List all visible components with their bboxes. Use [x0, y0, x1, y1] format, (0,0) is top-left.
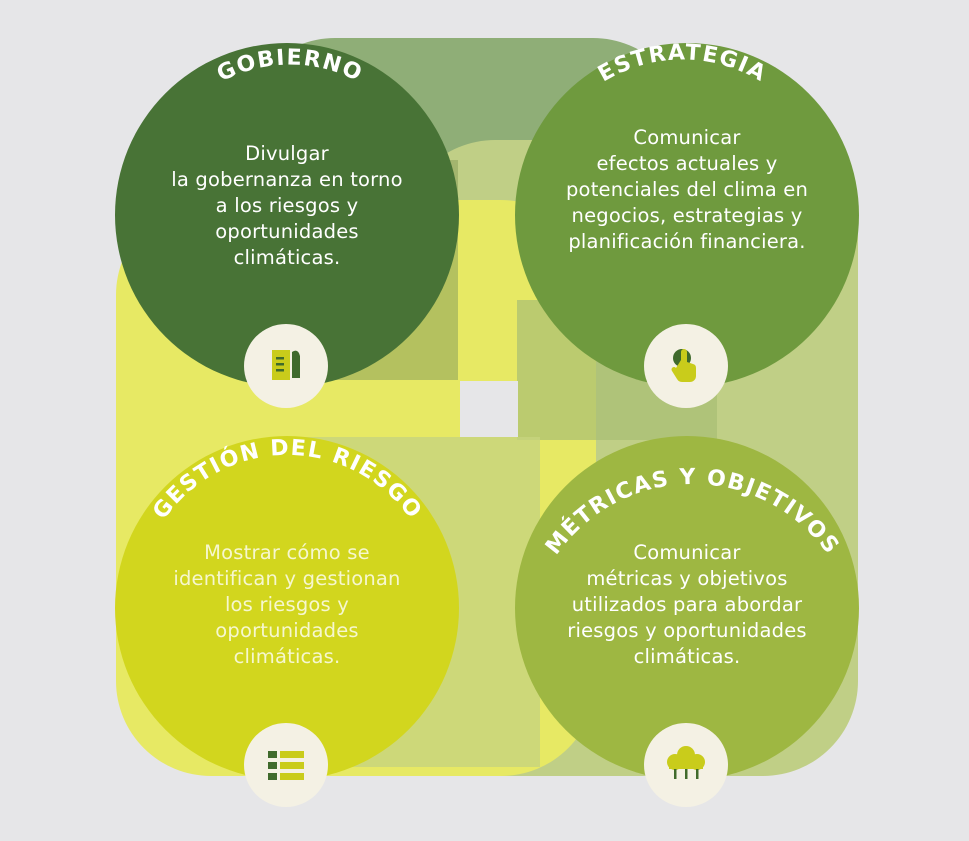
- strategy-line-3: potenciales del clima en: [565, 178, 809, 201]
- metrics-circle: [515, 436, 859, 780]
- strategy-badge: [644, 324, 728, 408]
- strategy-circle: [515, 43, 859, 387]
- metrics-line-2: métricas y objetivos: [586, 567, 788, 590]
- center-gap: [460, 381, 518, 437]
- risk-line-1: Mostrar cómo se: [204, 541, 370, 564]
- strategy-line-2: efectos actuales y: [596, 152, 778, 175]
- checklist-icon: [268, 751, 304, 780]
- governance-line-2: la gobernanza en torno: [171, 168, 403, 191]
- metrics-line-5: climáticas.: [633, 645, 741, 668]
- trees-icon: [667, 746, 705, 779]
- risk-badge: [244, 723, 328, 807]
- governance-circle: [115, 43, 459, 387]
- document-icon: [272, 350, 300, 380]
- risk-line-4: oportunidades: [215, 619, 359, 642]
- governance-badge: [244, 324, 328, 408]
- risk-circle: [115, 436, 459, 780]
- risk-description: Mostrar cómo se identifican y gestionan …: [147, 540, 427, 670]
- governance-line-3: a los riesgos y: [215, 194, 359, 217]
- governance-description: Divulgar la gobernanza en torno a los ri…: [147, 141, 427, 271]
- metrics-line-3: utilizados para abordar: [571, 593, 803, 616]
- touch-hand-icon: [671, 349, 697, 382]
- metrics-badge: [644, 723, 728, 807]
- risk-line-3: los riesgos y: [224, 593, 350, 616]
- risk-line-2: identifican y gestionan: [173, 567, 401, 590]
- strategy-line-1: Comunicar: [633, 126, 741, 149]
- governance-line-1: Divulgar: [245, 142, 329, 165]
- metrics-line-1: Comunicar: [633, 541, 741, 564]
- governance-line-5: climáticas.: [233, 246, 341, 269]
- strategy-line-4: negocios, estrategias y: [571, 204, 803, 227]
- strategy-line-5: planificación financiera.: [568, 230, 806, 253]
- risk-line-5: climáticas.: [233, 645, 341, 668]
- metrics-description: Comunicar métricas y objetivos utilizado…: [537, 540, 837, 670]
- metrics-line-4: riesgos y oportunidades: [567, 619, 807, 642]
- strategy-description: Comunicar efectos actuales y potenciales…: [537, 125, 837, 255]
- governance-line-4: oportunidades: [215, 220, 359, 243]
